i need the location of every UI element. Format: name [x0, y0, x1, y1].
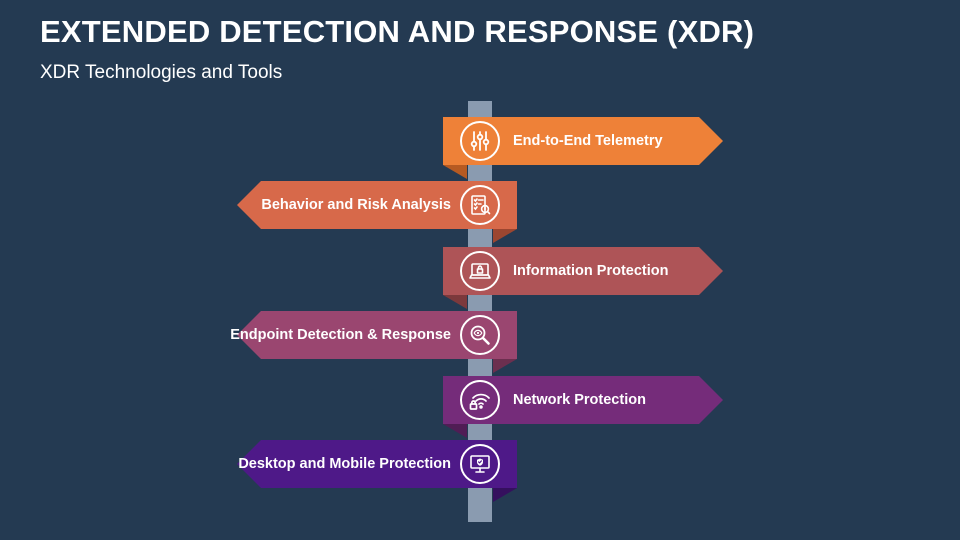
sign-fold [493, 488, 517, 502]
monitor-shield-icon [460, 444, 500, 484]
sign-fold [443, 295, 467, 309]
sign-arrow-shape [443, 376, 723, 424]
magnifier-eye-icon [460, 315, 500, 355]
sign-label: Desktop and Mobile Protection [238, 456, 451, 472]
sign-label: End-to-End Telemetry [513, 133, 663, 149]
sign-behavior-and-risk-analysis: Behavior and Risk Analysis [237, 181, 517, 243]
sign-label: Network Protection [513, 392, 646, 408]
sign-arrow-shape [443, 117, 723, 165]
sign-fold [443, 424, 467, 438]
page-title: EXTENDED DETECTION AND RESPONSE (XDR) [40, 14, 755, 49]
checklist-icon [460, 185, 500, 225]
sign-arrow-shape [237, 181, 517, 229]
sign-endpoint-detection-response: Endpoint Detection & Response [230, 311, 517, 373]
sign-arrow-shape [443, 247, 723, 295]
sign-arrow-shape [237, 311, 517, 359]
sign-network-protection: Network Protection [443, 376, 723, 438]
page-subtitle: XDR Technologies and Tools [40, 62, 283, 83]
sign-arrow-shape [237, 440, 517, 488]
sign-fold [443, 165, 467, 179]
sign-fold [493, 229, 517, 243]
sign-end-to-end-telemetry: End-to-End Telemetry [443, 117, 723, 179]
sign-fold [493, 359, 517, 373]
sign-label: Behavior and Risk Analysis [261, 197, 451, 213]
sign-information-protection: Information Protection [443, 247, 723, 309]
sliders-icon [460, 121, 500, 161]
sign-label: Information Protection [513, 263, 669, 279]
laptop-lock-icon [460, 251, 500, 291]
wifi-lock-icon [460, 380, 500, 420]
sign-desktop-and-mobile-protection: Desktop and Mobile Protection [237, 440, 517, 502]
sign-label: Endpoint Detection & Response [230, 327, 451, 343]
